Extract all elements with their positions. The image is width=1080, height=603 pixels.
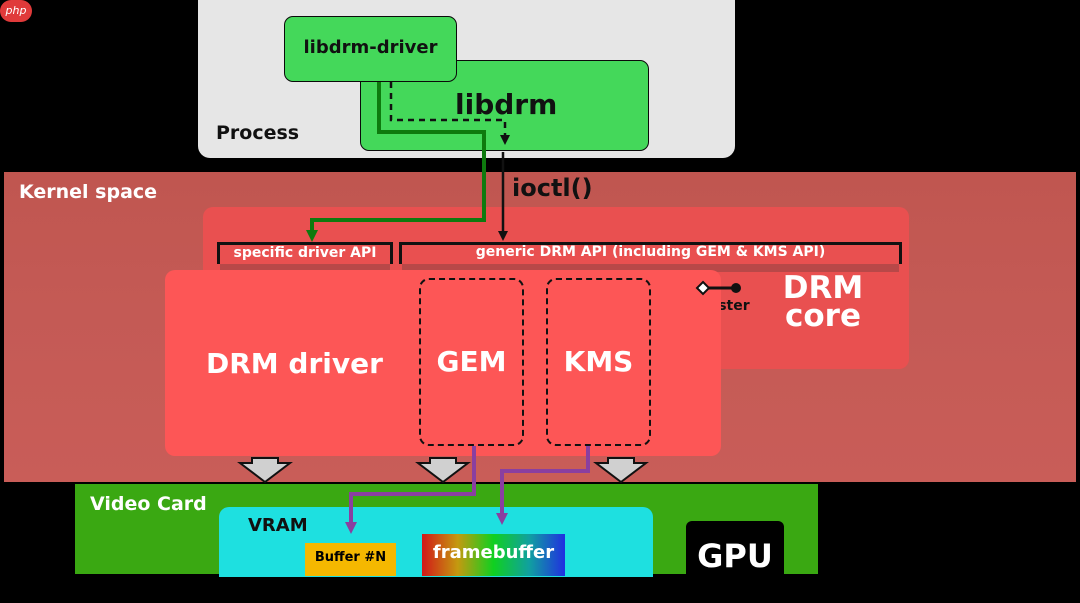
down-arrow-middle-icon	[415, 457, 471, 484]
ioctl-label: ioctl()	[512, 174, 593, 202]
specific-api-underbar	[220, 264, 390, 272]
libdrm-driver-label: libdrm-driver	[303, 37, 438, 58]
video-card-label: Video Card	[90, 493, 207, 515]
gem-label: GEM	[436, 345, 507, 378]
buffer-n-block: Buffer #N	[305, 543, 396, 576]
vram-label: VRAM	[248, 515, 308, 536]
gem-to-buffer-arrow	[345, 446, 476, 534]
kms-to-framebuffer-arrow	[496, 446, 590, 525]
register-dot-icon	[731, 283, 741, 293]
generic-api-label: generic DRM API (including GEM & KMS API…	[475, 244, 826, 260]
php-watermark-logo: php	[0, 0, 32, 22]
gem-box	[419, 278, 524, 446]
kernel-space-label: Kernel space	[19, 181, 158, 203]
down-arrow-left-icon	[237, 457, 293, 484]
drm-core-label: DRM core	[768, 270, 878, 334]
libdrm-label: libdrm	[455, 88, 558, 121]
specific-api-bracket	[217, 242, 393, 264]
drm-core-line2: core	[785, 298, 861, 334]
register-diamond-icon	[695, 280, 711, 296]
process-label: Process	[216, 122, 300, 144]
drm-core-line1: DRM	[782, 270, 864, 306]
generic-api-bracket	[399, 242, 902, 264]
kms-label: KMS	[563, 345, 634, 378]
driver-path-arrow	[306, 82, 486, 242]
drm-driver-label: DRM driver	[206, 347, 383, 380]
down-arrow-right-icon	[593, 457, 649, 484]
libdrm-driver-box	[284, 16, 457, 82]
kms-box	[546, 278, 651, 446]
gpu-block: GPU	[686, 521, 784, 576]
generic-api-underbar	[402, 264, 899, 272]
framebuffer-block: framebuffer	[422, 534, 565, 576]
specific-api-label: specific driver API	[233, 245, 377, 261]
drm-driver-region	[165, 270, 721, 456]
